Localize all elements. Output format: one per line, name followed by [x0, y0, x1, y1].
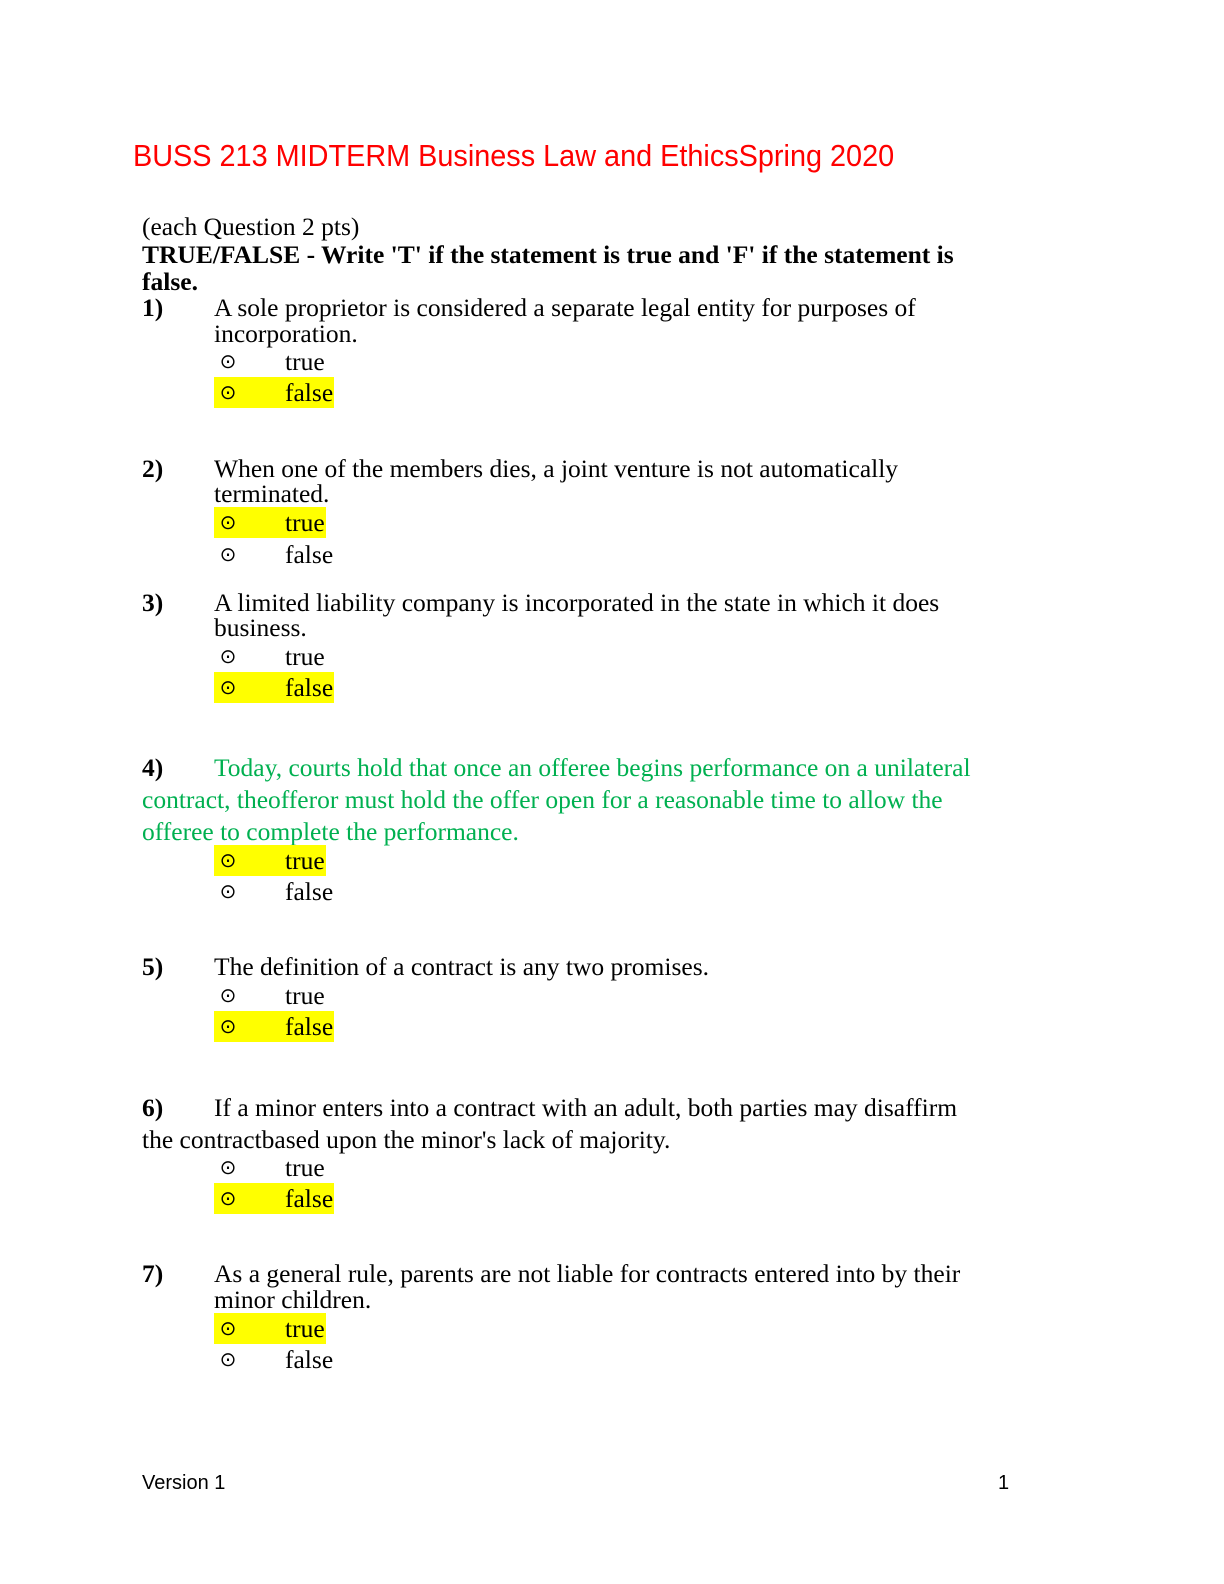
option-label: true	[285, 1313, 325, 1343]
option-label: true	[285, 1152, 325, 1182]
question-text-line: A limited liability company is incorpora…	[214, 588, 940, 617]
footer-page-number: 1	[998, 1472, 1010, 1494]
option-label: true	[285, 845, 325, 875]
radio-icon[interactable]: ⊙	[219, 544, 237, 566]
question-number: 3)	[142, 588, 164, 617]
option-false[interactable]: ⊙ false	[214, 1344, 334, 1375]
question-number: 6)	[142, 1093, 164, 1122]
option-label: false	[285, 1183, 334, 1213]
question-text-line: offeree to complete the performance.	[142, 817, 519, 846]
question-text-line: business.	[214, 613, 307, 642]
option-true[interactable]: ⊙ true	[214, 641, 326, 672]
radio-icon[interactable]: ⊙	[219, 677, 237, 699]
option-false[interactable]: ⊙ false	[214, 672, 335, 703]
option-label: false	[285, 876, 334, 906]
radio-icon[interactable]: ⊙	[219, 646, 237, 668]
radio-icon[interactable]: ⊙	[219, 1157, 237, 1179]
question-text-line: contract, theofferor must hold the offer…	[142, 785, 943, 814]
radio-icon[interactable]: ⊙	[219, 1318, 237, 1340]
option-label: false	[285, 1011, 334, 1041]
radio-icon[interactable]: ⊙	[219, 382, 237, 404]
question-text-line: A sole proprietor is considered a separa…	[214, 293, 916, 322]
question-text-line: As a general rule, parents are not liabl…	[214, 1259, 961, 1288]
points-note: (each Question 2 pts)	[142, 212, 360, 241]
radio-icon[interactable]: ⊙	[219, 881, 237, 903]
question-text-line: terminated.	[214, 479, 330, 508]
option-label: false	[285, 1344, 334, 1374]
option-label: true	[285, 641, 325, 671]
radio-icon[interactable]: ⊙	[219, 512, 237, 534]
option-false[interactable]: ⊙ false	[214, 1183, 335, 1214]
document-title: BUSS 213 MIDTERM Business Law and Ethics…	[133, 138, 895, 173]
question-number: 4)	[142, 753, 164, 782]
option-label: false	[285, 672, 334, 702]
footer-version: Version 1	[142, 1472, 226, 1494]
radio-icon[interactable]: ⊙	[219, 1188, 237, 1210]
question-text-line: incorporation.	[214, 319, 358, 348]
option-label: true	[285, 346, 325, 376]
question-text-line: minor children.	[214, 1285, 372, 1314]
option-label: false	[285, 539, 334, 569]
radio-icon[interactable]: ⊙	[219, 1349, 237, 1371]
option-false[interactable]: ⊙ false	[214, 876, 334, 907]
instructions-line-1: TRUE/FALSE - Write 'T' if the statement …	[142, 240, 954, 269]
radio-icon[interactable]: ⊙	[219, 1016, 237, 1038]
question-text-line: the contractbased upon the minor's lack …	[142, 1125, 671, 1154]
question-number: 2)	[142, 454, 164, 483]
option-true[interactable]: ⊙ true	[214, 1152, 326, 1183]
option-true[interactable]: ⊙ true	[214, 1313, 326, 1344]
question-number: 1)	[142, 293, 164, 322]
radio-icon[interactable]: ⊙	[219, 985, 237, 1007]
option-true[interactable]: ⊙ true	[214, 507, 326, 538]
question-text-line: Today, courts hold that once an offeree …	[214, 753, 971, 782]
option-label: true	[285, 507, 325, 537]
option-true[interactable]: ⊙ true	[214, 346, 326, 377]
option-label: false	[285, 377, 334, 407]
option-false[interactable]: ⊙ false	[214, 1011, 335, 1042]
question-text-line: When one of the members dies, a joint ve…	[214, 454, 899, 483]
radio-icon[interactable]: ⊙	[219, 850, 237, 872]
question-text-line: If a minor enters into a contract with a…	[214, 1093, 958, 1122]
instructions-line-2: false.	[142, 267, 198, 296]
option-true[interactable]: ⊙ true	[214, 980, 326, 1011]
option-label: true	[285, 980, 325, 1010]
option-false[interactable]: ⊙ false	[214, 539, 334, 570]
option-true[interactable]: ⊙ true	[214, 845, 326, 876]
option-false[interactable]: ⊙ false	[214, 377, 335, 408]
radio-icon[interactable]: ⊙	[219, 351, 237, 373]
question-number: 7)	[142, 1259, 164, 1288]
question-text-line: The definition of a contract is any two …	[214, 952, 709, 981]
question-number: 5)	[142, 952, 164, 981]
